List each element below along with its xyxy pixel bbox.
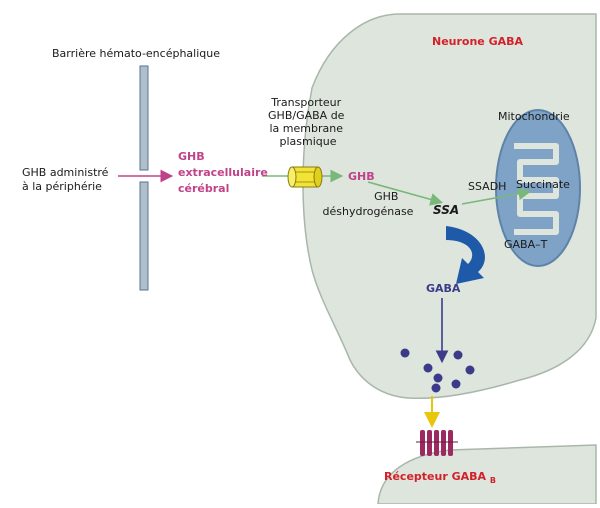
neuron-label: Neurone GABA	[432, 35, 524, 48]
transporter-line-2: GHB/GABA de	[268, 109, 345, 122]
transporter-line-3: la membrane	[270, 122, 344, 135]
receptor-main: Récepteur GABA	[384, 470, 487, 483]
arrow-ssa-to-succinate	[461, 187, 532, 205]
extracellular-ghb-label: GHB extracellulaire cérébral	[178, 150, 272, 195]
ghb-dehydrogenase-line-1: GHB	[374, 190, 398, 203]
gaba-vesicles	[400, 348, 475, 393]
ghb-dehydrogenase-line-2: déshydrogénase	[323, 205, 414, 218]
transporter-label: Transporteur GHB/GABA de la membrane pla…	[268, 96, 348, 148]
receptor-subscript: B	[490, 476, 496, 485]
extracellular-ghb-line-1: GHB	[178, 150, 205, 163]
gaba-label: GABA	[426, 282, 461, 295]
transporter-line-1: Transporteur	[270, 96, 341, 109]
peripheral-ghb-label: GHB administré à la périphérie	[22, 166, 112, 193]
extracellular-ghb-line-2: extracellulaire	[178, 166, 268, 179]
mitochondrion	[495, 109, 581, 267]
postsynaptic-cell	[377, 444, 597, 505]
gaba-t-curved-arrow	[446, 226, 485, 284]
mitochondria-label: Mitochondrie	[498, 110, 570, 123]
neuron-cell-body	[302, 13, 597, 400]
bbb-barrier-lower	[139, 181, 149, 291]
receptor-label: Récepteur GABA B	[384, 470, 496, 485]
ghb-dehydrogenase-label: GHB déshydrogénase	[323, 190, 414, 218]
bbb-label: Barrière hémato-encéphalique	[52, 47, 220, 60]
extracellular-ghb-line-3: cérébral	[178, 182, 229, 195]
peripheral-ghb-line-2: à la périphérie	[22, 180, 102, 193]
transporter-line-4: plasmique	[279, 135, 336, 148]
ssadh-label: SSADH	[468, 180, 506, 193]
ghb-intracellular-label: GHB	[348, 170, 375, 183]
bbb-barrier-upper	[139, 65, 149, 171]
peripheral-ghb-line-1: GHB administré	[22, 166, 109, 179]
succinate-label: Succinate	[516, 178, 570, 191]
gaba-b-receptor-icon	[416, 430, 458, 456]
gaba-t-label: GABA–T	[504, 238, 548, 251]
ssa-label: SSA	[433, 203, 459, 217]
transporter-icon	[287, 166, 323, 188]
arrow-ghb-to-ssa	[367, 181, 444, 206]
